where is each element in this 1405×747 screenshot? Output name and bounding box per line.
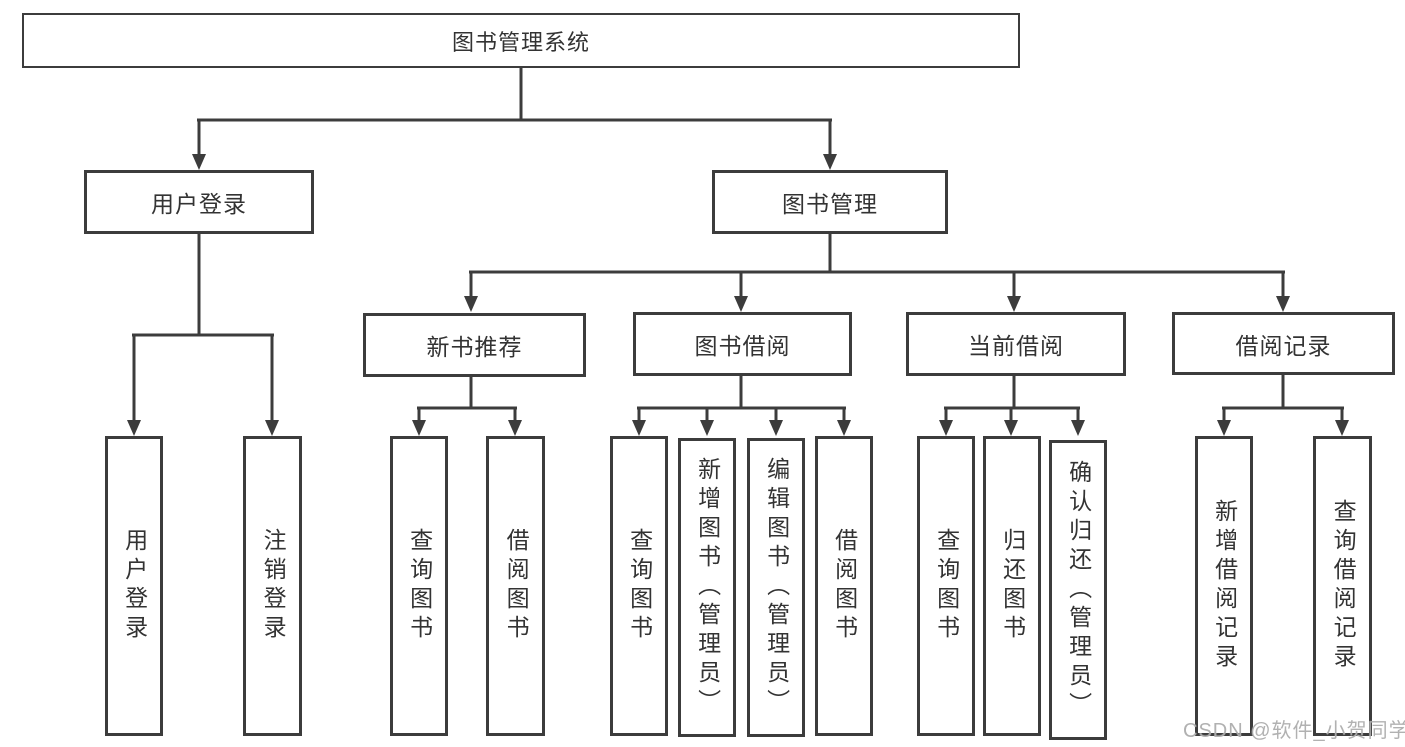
leaf-return-book: 归还图书: [983, 436, 1041, 736]
leaf-borrow-query-label: 查询图书: [626, 528, 653, 644]
leaf-edit-book-admin-label: 编辑图书（管理员）: [763, 457, 790, 718]
node-borrow-record: 借阅记录: [1172, 312, 1395, 375]
leaf-newbook-query-label: 查询图书: [406, 528, 433, 644]
node-current-borrow: 当前借阅: [906, 312, 1126, 376]
leaf-newbook-borrow-label: 借阅图书: [503, 528, 530, 644]
connector-new-book-children: [412, 376, 522, 436]
leaf-current-query-label: 查询图书: [933, 528, 960, 644]
connector-book-borrow-children: [632, 376, 851, 436]
connector-book-management-children: [464, 234, 1290, 312]
connector-current-borrow-children: [939, 376, 1085, 436]
leaf-confirm-return-admin-label: 确认归还（管理员）: [1065, 459, 1092, 721]
connector-root-to-level2: [192, 68, 837, 170]
leaf-borrow-query: 查询图书: [610, 436, 668, 736]
leaf-current-query: 查询图书: [917, 436, 975, 736]
connector-user-login-children: [127, 234, 279, 436]
leaf-confirm-return-admin: 确认归还（管理员）: [1049, 440, 1107, 740]
leaf-add-borrow-record: 新增借阅记录: [1195, 436, 1253, 736]
leaf-newbook-query: 查询图书: [390, 436, 448, 736]
node-system-root: 图书管理系统: [22, 13, 1020, 68]
leaf-user-login-label: 用户登录: [121, 528, 148, 644]
leaf-query-borrow-record-label: 查询借阅记录: [1330, 499, 1357, 673]
node-book-borrow: 图书借阅: [633, 312, 852, 376]
node-book-management: 图书管理: [712, 170, 948, 234]
leaf-query-borrow-record: 查询借阅记录: [1313, 436, 1372, 736]
csdn-watermark: CSDN @软件_小贺同学: [1183, 720, 1405, 742]
leaf-return-book-label: 归还图书: [999, 528, 1026, 644]
leaf-borrow-book-label: 借阅图书: [831, 528, 858, 644]
connector-borrow-record-children: [1217, 375, 1349, 436]
node-user-login: 用户登录: [84, 170, 314, 234]
leaf-add-book-admin: 新增图书（管理员）: [678, 438, 736, 737]
leaf-logout-label: 注销登录: [260, 528, 287, 644]
leaf-add-book-admin-label: 新增图书（管理员）: [694, 457, 721, 718]
leaf-user-login: 用户登录: [105, 436, 163, 736]
leaf-edit-book-admin: 编辑图书（管理员）: [747, 438, 805, 737]
leaf-borrow-book: 借阅图书: [815, 436, 873, 736]
leaf-newbook-borrow: 借阅图书: [486, 436, 545, 736]
leaf-add-borrow-record-label: 新增借阅记录: [1211, 499, 1238, 673]
node-new-book-recommend: 新书推荐: [363, 313, 586, 377]
leaf-logout: 注销登录: [243, 436, 302, 736]
